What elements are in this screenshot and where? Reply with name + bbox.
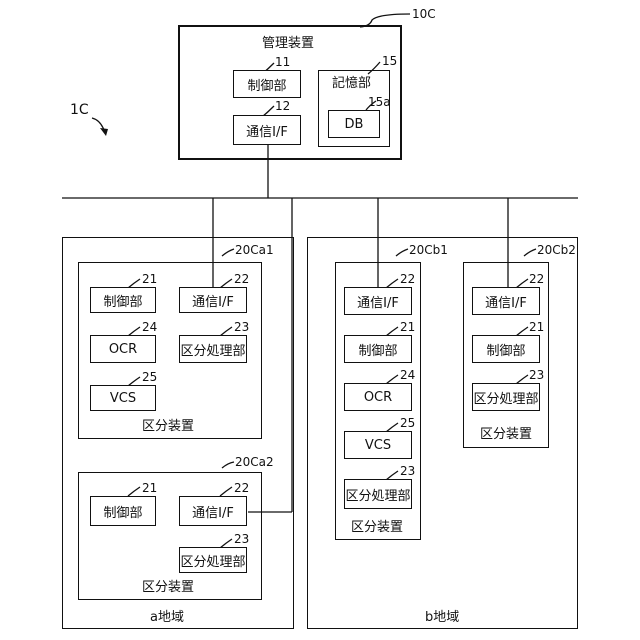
management-device-ref: 10C — [412, 8, 436, 20]
cb2-sort-ref: 23 — [529, 369, 544, 381]
cb1-control-ref: 21 — [400, 321, 415, 333]
ca2-sort-processing-unit: 区分処理部 — [179, 547, 247, 573]
cb2-control-ref: 21 — [529, 321, 544, 333]
sorting-device-cb2-ref: 20Cb2 — [537, 244, 576, 256]
ca1-comm-interface: 通信I/F — [179, 287, 247, 313]
region-b-label: b地域 — [425, 611, 459, 624]
ca2-comm-ref: 22 — [234, 482, 249, 494]
ca2-sort-ref: 23 — [234, 533, 249, 545]
sorting-device-ca2-title: 区分装置 — [142, 581, 194, 594]
cb1-comm-interface: 通信I/F — [344, 287, 412, 315]
sorting-device-cb1-ref: 20Cb1 — [409, 244, 448, 256]
management-comm-interface: 通信I/F — [233, 115, 301, 145]
management-db: DB — [328, 110, 380, 138]
management-device-title: 管理装置 — [262, 37, 314, 50]
cb1-comm-ref: 22 — [400, 273, 415, 285]
ca1-vcs-ref: 25 — [142, 371, 157, 383]
system-ref-label: 1C — [70, 103, 89, 117]
management-comm-ref: 12 — [275, 100, 290, 112]
sorting-device-ca2-ref: 20Ca2 — [235, 456, 274, 468]
region-a-label: a地域 — [150, 611, 184, 624]
sorting-device-cb2-title: 区分装置 — [480, 428, 532, 441]
management-storage-label: 記憶部 — [332, 77, 371, 90]
ca1-ocr-unit: OCR — [90, 335, 156, 363]
ca1-ocr-ref: 24 — [142, 321, 157, 333]
cb1-sort-processing-unit: 区分処理部 — [344, 479, 412, 509]
cb1-ocr-ref: 24 — [400, 369, 415, 381]
cb2-control-unit: 制御部 — [472, 335, 540, 363]
cb2-comm-ref: 22 — [529, 273, 544, 285]
management-control-unit: 制御部 — [233, 70, 301, 98]
ca2-control-ref: 21 — [142, 482, 157, 494]
ca1-comm-ref: 22 — [234, 273, 249, 285]
sorting-device-ca1-title: 区分装置 — [142, 420, 194, 433]
management-db-ref: 15a — [368, 96, 391, 108]
ca2-control-unit: 制御部 — [90, 496, 156, 526]
ca1-control-ref: 21 — [142, 273, 157, 285]
cb1-control-unit: 制御部 — [344, 335, 412, 363]
cb2-comm-interface: 通信I/F — [472, 287, 540, 315]
cb2-sort-processing-unit: 区分処理部 — [472, 383, 540, 411]
ca1-sort-processing-unit: 区分処理部 — [179, 335, 247, 363]
arrow-head-icon — [100, 128, 108, 136]
ca1-sort-ref: 23 — [234, 321, 249, 333]
sorting-device-ca1-ref: 20Ca1 — [235, 244, 274, 256]
cb1-ocr-unit: OCR — [344, 383, 412, 411]
cb1-sort-ref: 23 — [400, 465, 415, 477]
ca1-control-unit: 制御部 — [90, 287, 156, 313]
management-control-ref: 11 — [275, 56, 290, 68]
sorting-device-cb1-title: 区分装置 — [351, 521, 403, 534]
cb1-vcs-unit: VCS — [344, 431, 412, 459]
management-storage-ref: 15 — [382, 55, 397, 67]
cb1-vcs-ref: 25 — [400, 417, 415, 429]
ca2-comm-interface: 通信I/F — [179, 496, 247, 526]
ca1-vcs-unit: VCS — [90, 385, 156, 411]
